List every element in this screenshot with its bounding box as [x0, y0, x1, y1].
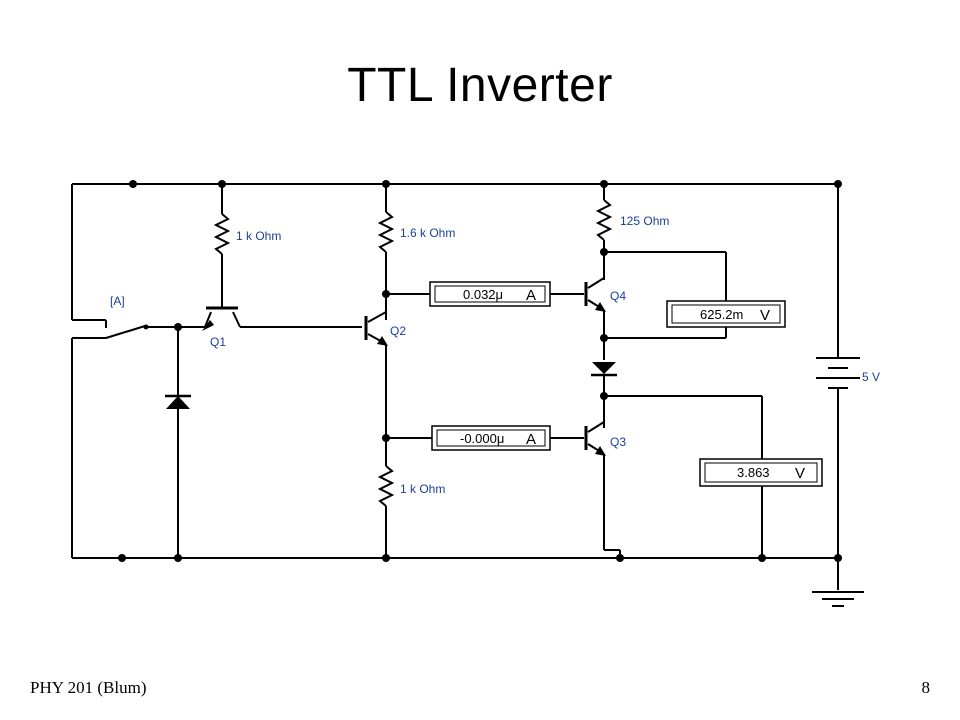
- q1-label: Q1: [210, 335, 226, 349]
- ground-icon: [812, 591, 864, 607]
- voltmeter-q4: 625.2m V: [604, 251, 786, 339]
- switch-label: [A]: [110, 294, 125, 308]
- r-q4-collector-label: 125 Ohm: [620, 214, 669, 228]
- r-q2-emitter-label: 1 k Ohm: [400, 482, 445, 496]
- r-q1-base-label: 1 k Ohm: [236, 229, 281, 243]
- ammeter-q4-unit: A: [526, 287, 536, 304]
- ammeter-q3-base: -0.000μ A: [386, 425, 584, 451]
- input-switch: [A]: [71, 184, 205, 558]
- voltmeter-output-value: 3.863: [737, 465, 770, 480]
- resistor-q2-collector: 1.6 k Ohm: [377, 184, 455, 320]
- transistor-q2: Q2: [364, 311, 406, 466]
- r-q2-collector-label: 1.6 k Ohm: [400, 226, 455, 240]
- q2-label: Q2: [390, 324, 406, 338]
- voltmeter-q4-value: 625.2m: [700, 307, 743, 322]
- transistor-q3: Q3: [584, 421, 626, 558]
- q4-label: Q4: [610, 289, 626, 303]
- junction-dots: [118, 180, 842, 562]
- power-rails: [72, 183, 838, 559]
- voltmeter-output-unit: V: [795, 465, 805, 482]
- supply-label: 5 V: [862, 370, 880, 384]
- voltmeter-output: 3.863 V: [699, 396, 823, 558]
- slide-title: TTL Inverter: [347, 59, 613, 112]
- ammeter-q3-value: -0.000μ: [460, 431, 504, 446]
- level-shift-diode: [591, 362, 762, 428]
- page-number: 8: [921, 678, 931, 697]
- voltmeter-q4-unit: V: [760, 307, 770, 324]
- resistor-q4-collector: 125 Ohm: [595, 184, 669, 280]
- transistor-q1: Q1: [202, 306, 362, 349]
- ammeter-q4-value: 0.032μ: [463, 287, 503, 302]
- q3-label: Q3: [610, 435, 626, 449]
- footer-course: PHY 201 (Blum): [30, 678, 147, 697]
- resistor-q2-emitter: 1 k Ohm: [377, 465, 445, 558]
- ammeter-q4-base: 0.032μ A: [386, 281, 584, 307]
- resistor-q1-base: 1 k Ohm: [213, 184, 281, 308]
- battery-5v: 5 V: [816, 184, 880, 590]
- input-clamp-diode: [165, 327, 191, 558]
- transistor-q4: Q4: [584, 277, 626, 360]
- ammeter-q3-unit: A: [526, 431, 536, 448]
